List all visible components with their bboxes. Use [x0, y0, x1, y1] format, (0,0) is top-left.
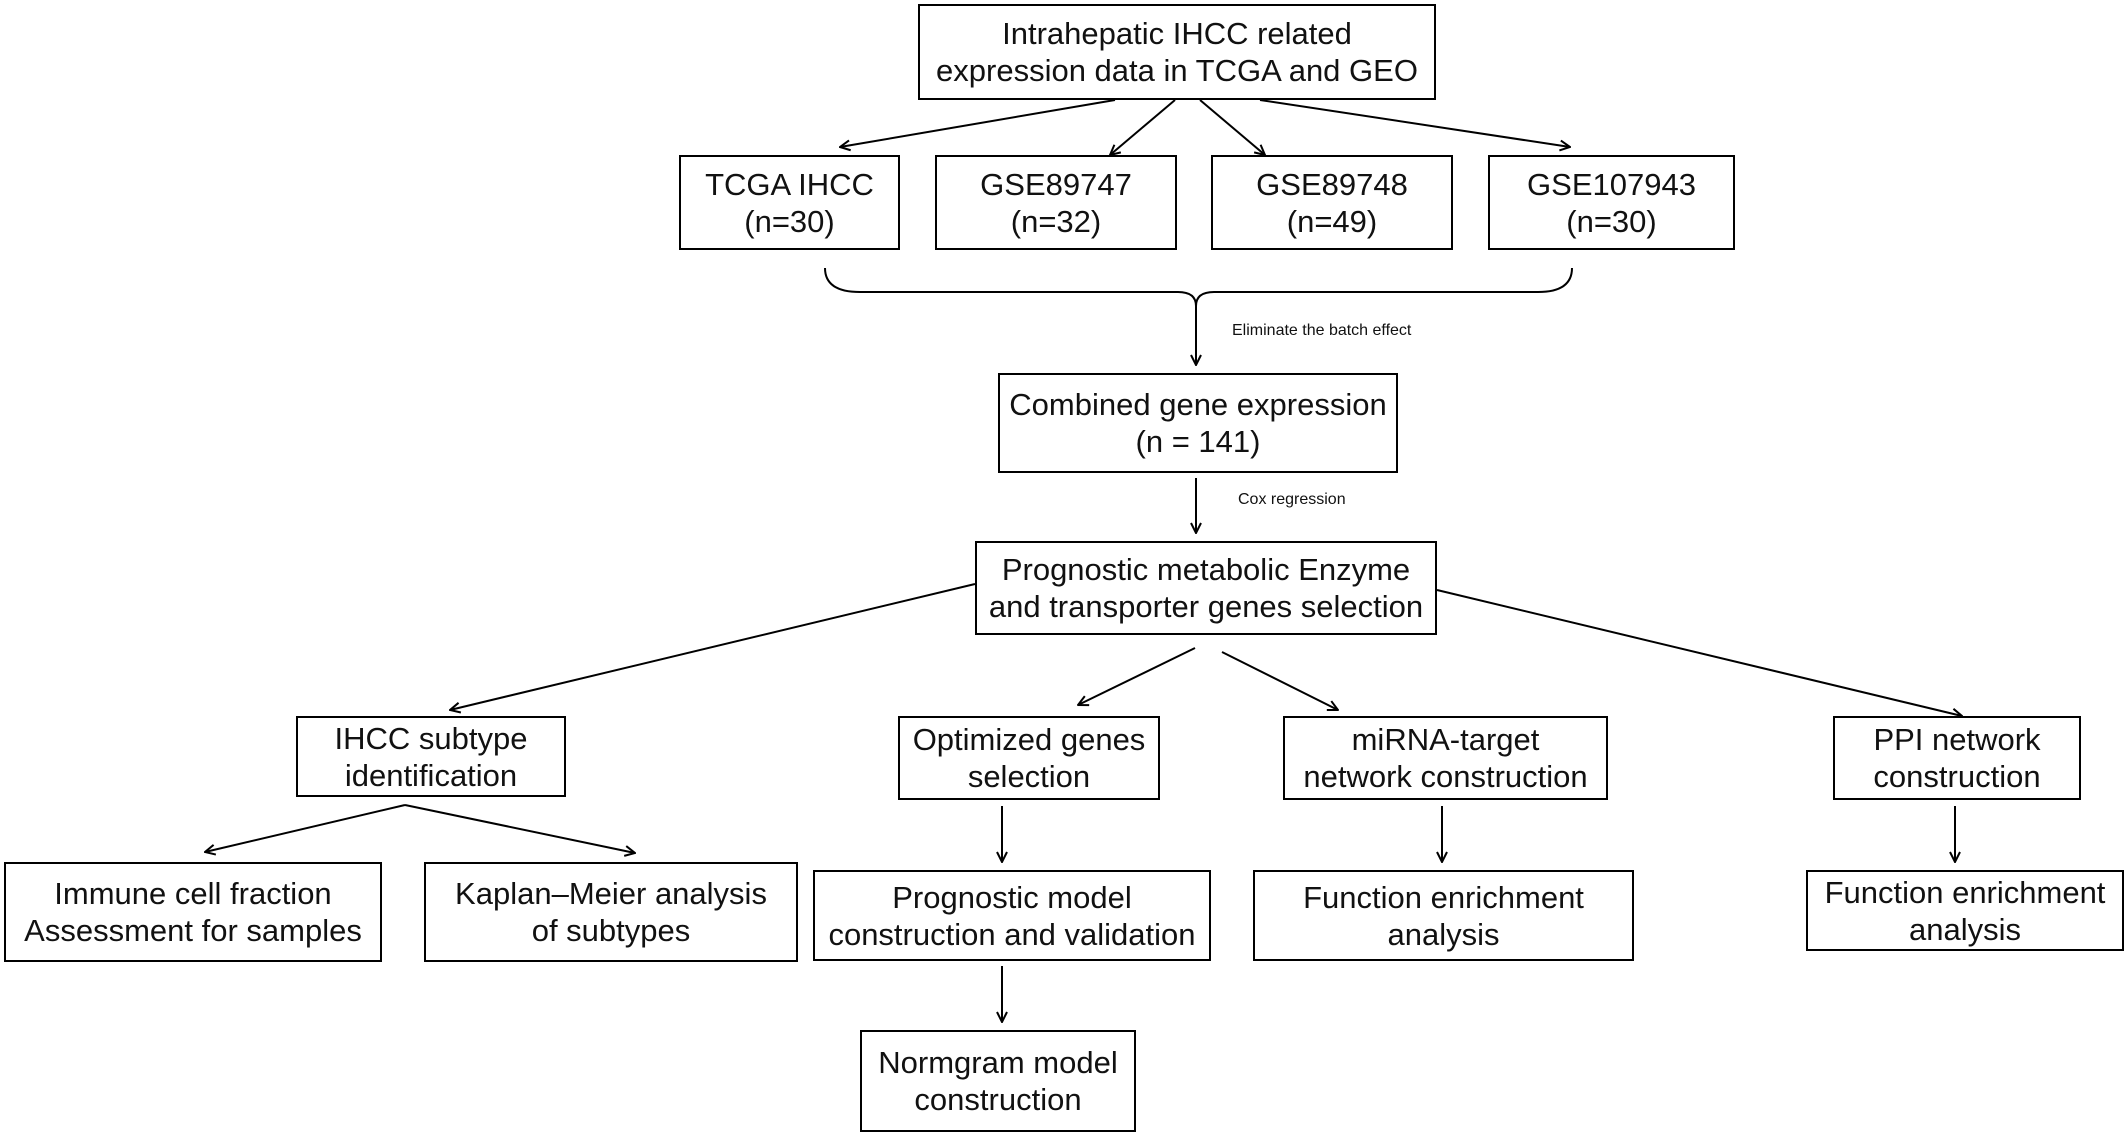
- node-nomogram-model: Normgram model construction: [860, 1030, 1136, 1132]
- node-mirna-target-line2: network construction: [1303, 759, 1588, 794]
- arrow-selection-to-optimized: [1078, 647, 1196, 705]
- node-source-data-line1: Intrahepatic IHCC related: [1002, 16, 1352, 51]
- arrow-subtype-to-immune: [205, 804, 406, 852]
- node-gse89748: GSE89748 (n=49): [1211, 155, 1453, 250]
- node-combined-expression: Combined gene expression (n = 141): [998, 373, 1398, 473]
- node-function-enrichment-ppi-line1: Function enrichment: [1824, 874, 2106, 910]
- node-kaplan-meier: Kaplan–Meier analysis of subtypes: [424, 862, 798, 962]
- node-ppi-network-line1: PPI network: [1873, 722, 2041, 757]
- node-ihcc-subtype-line1: IHCC subtype: [334, 720, 528, 756]
- arrow-selection-to-subtype: [450, 583, 976, 710]
- node-kaplan-meier-line1: Kaplan–Meier analysis: [455, 876, 767, 911]
- node-tcga-ihcc-line2: (n=30): [744, 203, 835, 239]
- node-ihcc-subtype-line2: identification: [344, 757, 518, 793]
- node-prognostic-gene-selection-line2: and transporter genes selection: [988, 589, 1424, 624]
- node-tcga-ihcc: TCGA IHCC (n=30): [679, 155, 900, 250]
- node-combined-expression-line2: (n = 141): [1135, 424, 1261, 459]
- node-optimized-genes-line1: Optimized genes: [912, 722, 1146, 757]
- node-mirna-target-line1: miRNA-target: [1351, 722, 1540, 757]
- arrow-selection-to-mirna: [1221, 651, 1338, 710]
- node-gse107943-line1: GSE107943: [1527, 166, 1696, 202]
- node-gse89747-line2: (n=32): [1010, 203, 1102, 239]
- node-nomogram-model-line2: construction: [914, 1082, 1082, 1117]
- node-gse107943: GSE107943 (n=30): [1488, 155, 1735, 250]
- arrow-source-to-tcga: [840, 99, 1116, 147]
- node-function-enrichment-mirna-line1: Function enrichment: [1303, 879, 1584, 915]
- node-gse107943-line2: (n=30): [1566, 203, 1657, 239]
- node-gse89747-line1: GSE89747: [980, 166, 1132, 202]
- node-prognostic-model-line1: Prognostic model: [892, 879, 1132, 915]
- node-function-enrichment-mirna-line2: analysis: [1387, 916, 1500, 952]
- merge-brace: [824, 267, 1573, 307]
- node-gse89748-line2: (n=49): [1286, 203, 1378, 239]
- arrow-source-to-gse107943: [1259, 99, 1570, 147]
- node-ppi-network: PPI network construction: [1833, 716, 2081, 800]
- node-function-enrichment-ppi-line2: analysis: [1909, 911, 2021, 947]
- node-kaplan-meier-line2: of subtypes: [531, 913, 691, 948]
- node-ppi-network-line2: construction: [1873, 759, 2041, 794]
- arrow-source-to-gse89747: [1110, 99, 1176, 155]
- node-prognostic-model-line2: construction and validation: [828, 916, 1196, 952]
- node-optimized-genes: Optimized genes selection: [898, 716, 1160, 800]
- node-gse89747: GSE89747 (n=32): [935, 155, 1177, 250]
- node-immune-cell-fraction-line2: Assessment for samples: [24, 913, 362, 948]
- node-prognostic-model: Prognostic model construction and valida…: [813, 870, 1211, 961]
- node-optimized-genes-line2: selection: [967, 759, 1091, 794]
- node-immune-cell-fraction-line1: Immune cell fraction: [54, 876, 332, 911]
- edge-label-cox: Cox regression: [1238, 491, 1346, 508]
- node-ihcc-subtype: IHCC subtype identification: [296, 716, 566, 797]
- node-function-enrichment-mirna: Function enrichment analysis: [1253, 870, 1634, 961]
- node-source-data-line2: expression data in TCGA and GEO: [936, 53, 1418, 88]
- node-immune-cell-fraction: Immune cell fraction Assessment for samp…: [4, 862, 382, 962]
- node-source-data: Intrahepatic IHCC related expression dat…: [918, 4, 1436, 100]
- arrow-selection-to-ppi: [1436, 589, 1962, 716]
- arrow-source-to-gse89748: [1199, 99, 1265, 155]
- node-tcga-ihcc-line1: TCGA IHCC: [705, 166, 874, 202]
- node-gse89748-line1: GSE89748: [1256, 166, 1408, 202]
- edge-label-batch: Eliminate the batch effect: [1232, 322, 1412, 339]
- node-mirna-target: miRNA-target network construction: [1283, 716, 1608, 800]
- node-function-enrichment-ppi: Function enrichment analysis: [1806, 870, 2124, 951]
- node-combined-expression-line1: Combined gene expression: [1009, 387, 1387, 422]
- node-prognostic-gene-selection-line1: Prognostic metabolic Enzyme: [1001, 552, 1411, 587]
- node-prognostic-gene-selection: Prognostic metabolic Enzyme and transpor…: [975, 541, 1437, 635]
- node-nomogram-model-line1: Normgram model: [878, 1045, 1118, 1080]
- arrow-subtype-to-km: [404, 804, 635, 853]
